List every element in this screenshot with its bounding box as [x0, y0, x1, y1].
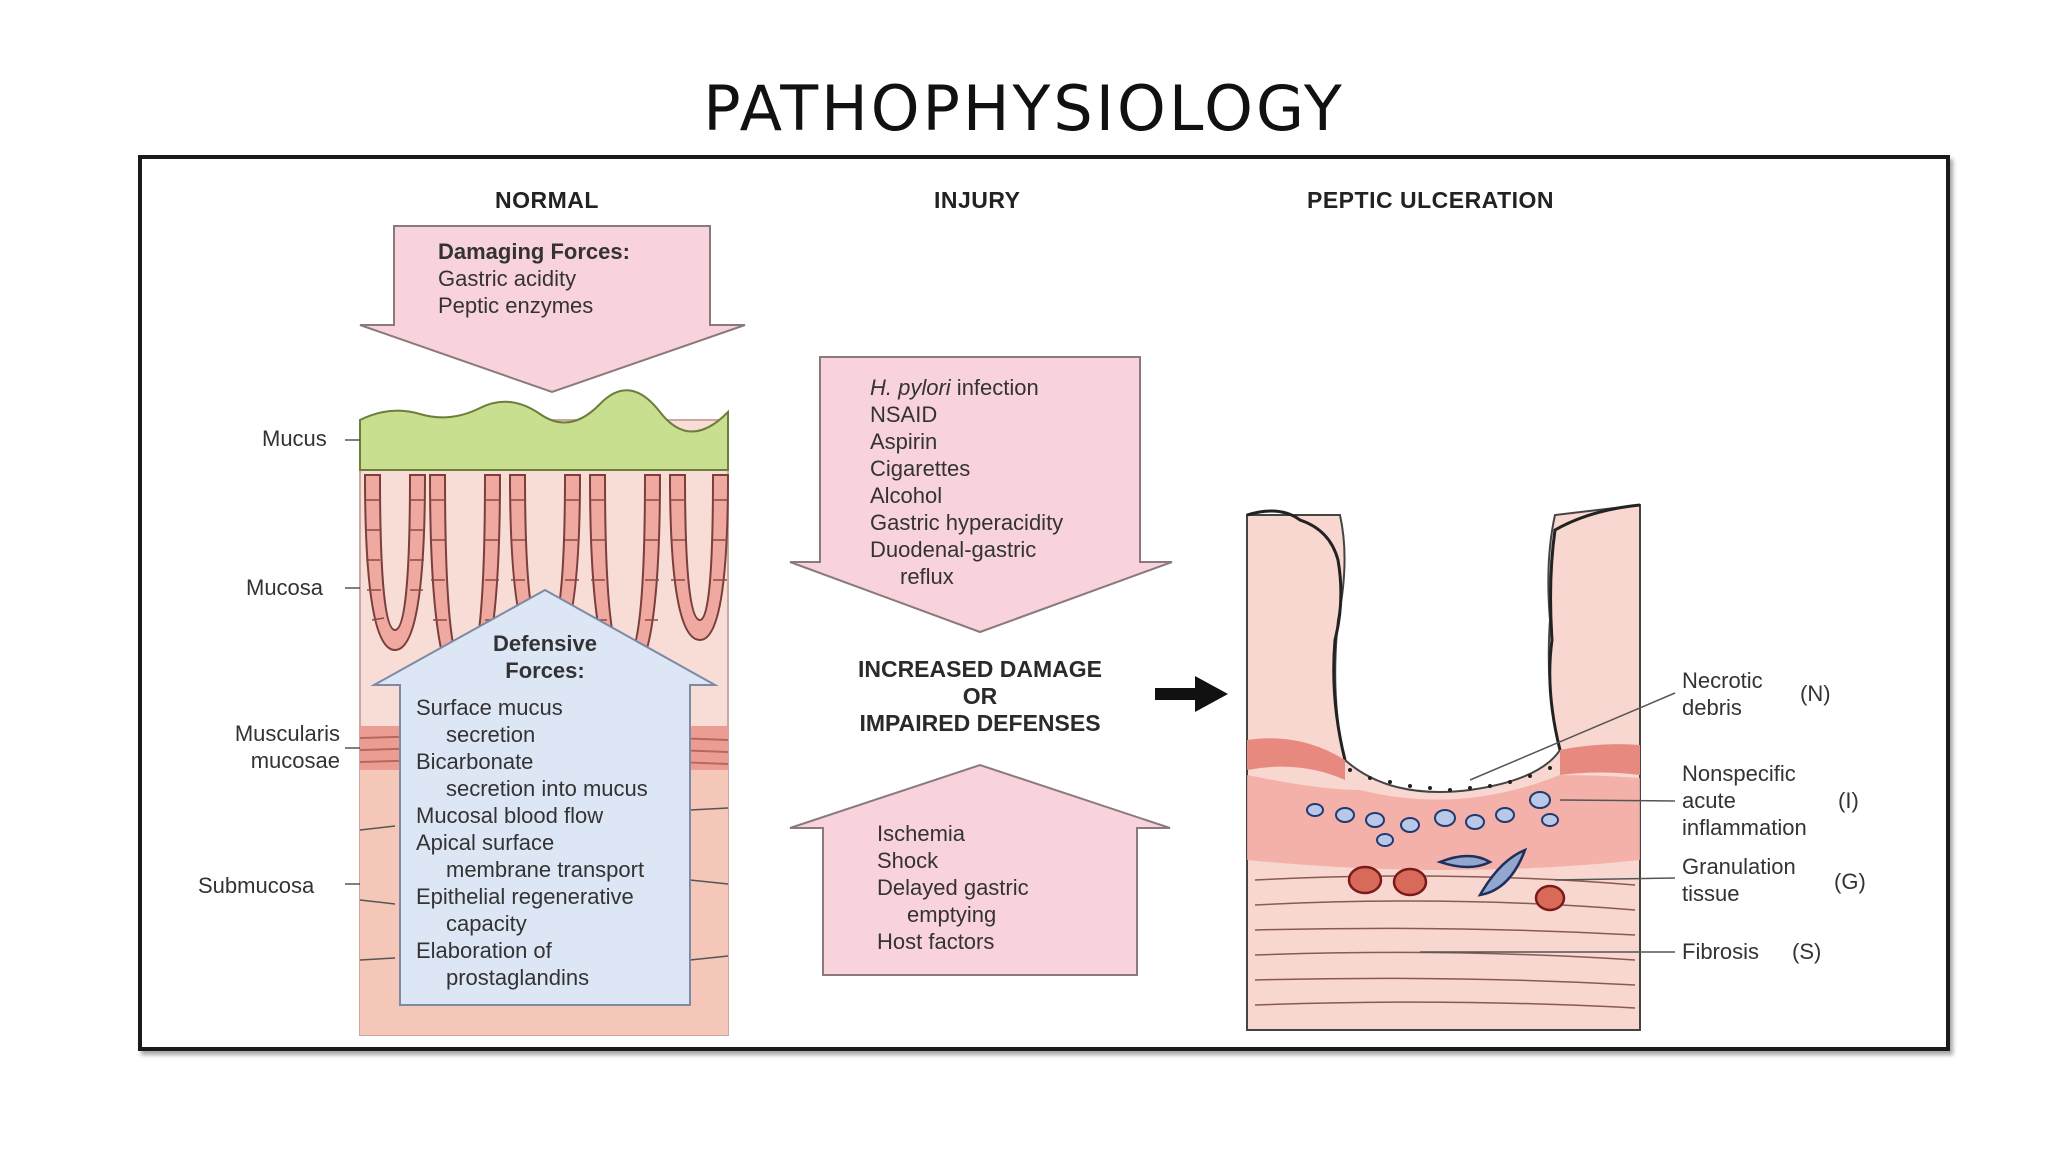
- label-line: inflammation: [1682, 815, 1807, 840]
- layer-label-line: Muscularis: [234, 721, 340, 746]
- ischemia-item: emptying: [907, 902, 997, 927]
- label-fibrosis: Fibrosis: [1682, 939, 1760, 964]
- layer-label-line: mucosae: [250, 748, 340, 773]
- hpylori-italic: H. pylori: [870, 375, 951, 400]
- defensive-item: Apical surface: [416, 830, 555, 855]
- ischemia-item: Ischemia: [877, 821, 966, 846]
- center-line: INCREASED DAMAGE: [857, 656, 1103, 682]
- injury-item-hpylori: H. pylori infection: [870, 374, 1063, 401]
- defensive-item: Bicarbonate: [416, 749, 534, 774]
- damaging-item: Peptic enzymes: [438, 293, 594, 318]
- label-nonspecific-acute-inflammation: Nonspecific acute inflammation: [1682, 760, 1807, 841]
- layer-label-mucosa: Mucosa: [246, 575, 324, 600]
- layer-label-muscularis-mucosae: Muscularis mucosae: [212, 720, 340, 774]
- injury-item: NSAID: [870, 402, 938, 427]
- defensive-heading-line: Defensive: [493, 631, 597, 656]
- hpylori-rest: infection: [950, 375, 1039, 400]
- label-line: acute: [1682, 788, 1736, 813]
- defensive-item: capacity: [446, 911, 527, 936]
- damaging-forces-text: Damaging Forces: Gastric acidity Peptic …: [438, 238, 630, 319]
- label-line: Necrotic: [1682, 668, 1763, 693]
- column-header-injury: INJURY: [934, 187, 1021, 213]
- mucus-layer: [359, 389, 729, 471]
- damaging-item: Gastric acidity: [438, 266, 577, 291]
- center-line: IMPAIRED DEFENSES: [859, 710, 1101, 736]
- injury-item: Cigarettes: [870, 456, 971, 481]
- increased-damage-text: INCREASED DAMAGE OR IMPAIRED DEFENSES: [820, 656, 1140, 737]
- ischemia-factors-list: Ischemia Shock Delayed gastric emptying …: [877, 820, 1029, 955]
- ischemia-item: Host factors: [877, 929, 995, 954]
- code-i: (I): [1838, 788, 1859, 813]
- defensive-item: Mucosal blood flow: [416, 803, 604, 828]
- injury-up-arrow: [789, 763, 1171, 976]
- defensive-item: secretion: [446, 722, 536, 747]
- label-line: Nonspecific: [1682, 761, 1796, 786]
- page-title: PATHOPHYSIOLOGY: [703, 72, 1345, 145]
- defensive-item: Epithelial regenerative: [416, 884, 634, 909]
- label-necrotic-debris: Necrotic debris: [1682, 667, 1763, 721]
- progression-arrow: [1155, 676, 1228, 712]
- label-line: tissue: [1682, 881, 1740, 906]
- layer-label-mucus: Mucus: [262, 426, 327, 451]
- layer-label-submucosa: Submucosa: [198, 873, 315, 898]
- injury-item: Duodenal-gastric: [870, 537, 1037, 562]
- defensive-item: Elaboration of: [416, 938, 552, 963]
- code-s: (S): [1792, 939, 1822, 964]
- label-line: debris: [1682, 695, 1742, 720]
- column-header-peptic-ulceration: PEPTIC ULCERATION: [1307, 187, 1555, 213]
- injury-down-arrow: [789, 356, 1173, 634]
- code-n: (N): [1800, 681, 1831, 706]
- defensive-item: prostaglandins: [446, 965, 590, 990]
- defensive-forces-heading: Defensive Forces:: [450, 630, 640, 684]
- label-line: Granulation: [1682, 854, 1796, 879]
- column-header-normal: NORMAL: [495, 187, 599, 213]
- defensive-item: membrane transport: [446, 857, 645, 882]
- defensive-item: Surface mucus: [416, 695, 563, 720]
- injury-causes-list: H. pylori infection NSAID Aspirin Cigare…: [870, 374, 1063, 590]
- defensive-heading-line: Forces:: [505, 658, 585, 683]
- injury-item: Alcohol: [870, 483, 943, 508]
- injury-item: Aspirin: [870, 429, 938, 454]
- injury-item: Gastric hyperacidity: [870, 510, 1064, 535]
- ischemia-item: Delayed gastric: [877, 875, 1029, 900]
- label-granulation-tissue: Granulation tissue: [1682, 853, 1796, 907]
- ischemia-item: Shock: [877, 848, 939, 873]
- code-g: (G): [1834, 869, 1866, 894]
- damaging-forces-heading: Damaging Forces:: [438, 239, 630, 264]
- center-line: OR: [962, 683, 998, 709]
- damaging-forces-arrow: [359, 225, 746, 394]
- defensive-forces-list: Surface mucus secretion Bicarbonate secr…: [416, 694, 648, 991]
- defensive-item: secretion into mucus: [446, 776, 648, 801]
- injury-item: reflux: [900, 564, 954, 589]
- defensive-forces-arrow: [370, 588, 719, 1006]
